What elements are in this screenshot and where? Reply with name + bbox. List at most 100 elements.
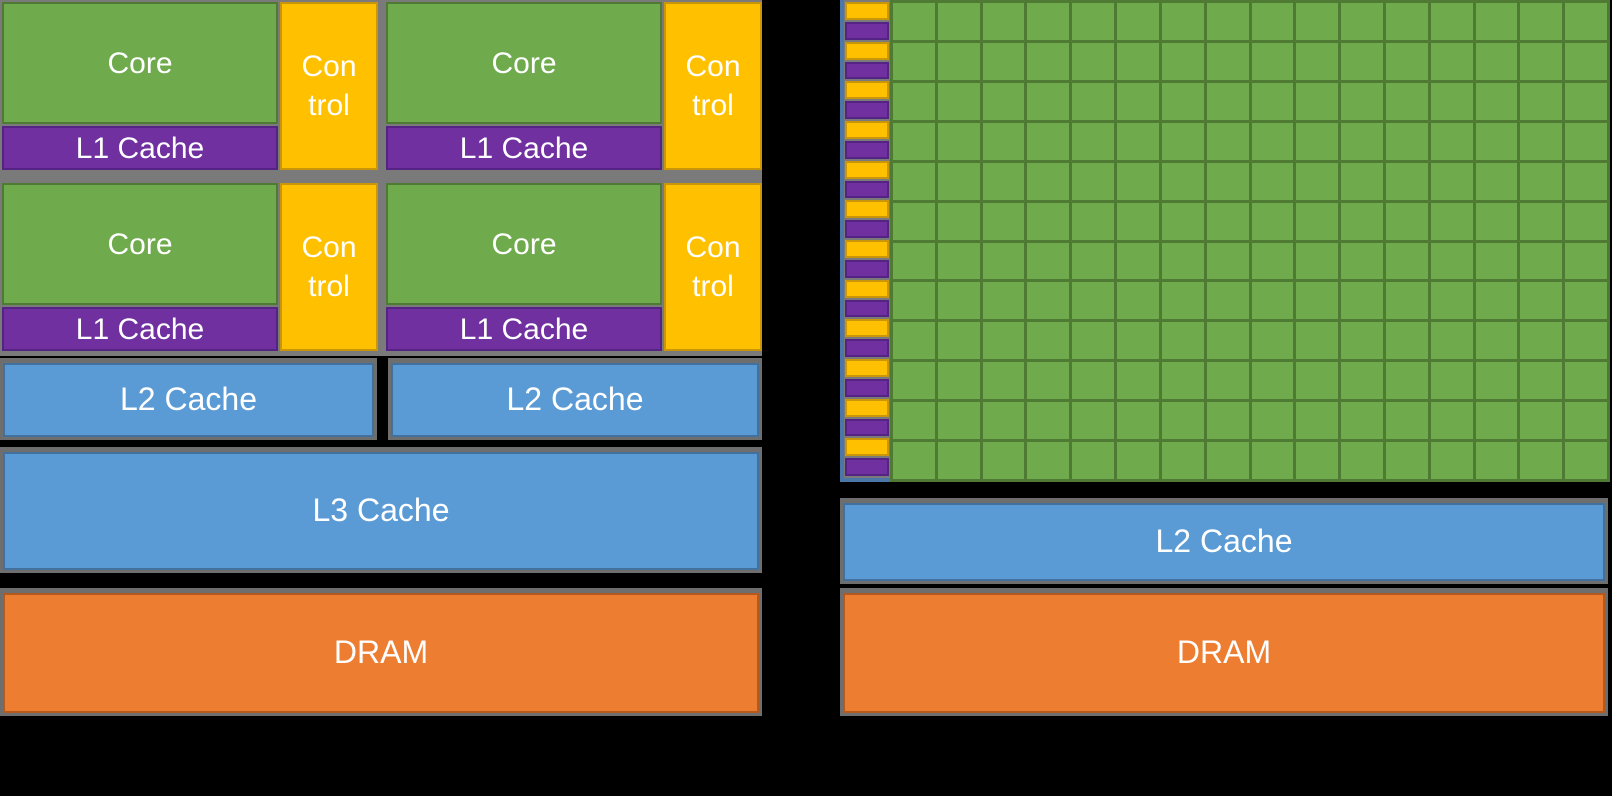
gpu-core-cell	[1296, 322, 1339, 360]
gpu-core-cell	[1251, 82, 1294, 120]
gpu-core-cell	[1251, 202, 1294, 240]
gpu-core-cell	[937, 442, 980, 479]
gpu-core-cell	[1027, 282, 1070, 320]
gpu-core-cell	[1251, 322, 1294, 360]
cpu-core-block: Core L1 Cache Con trol	[386, 183, 762, 351]
gpu-core-cell	[1385, 322, 1428, 360]
gpu-core-cell	[1385, 162, 1428, 200]
gpu-core-cell	[1385, 282, 1428, 320]
gpu-core-cell	[1520, 362, 1563, 400]
cpu-core-block: Core L1 Cache Con trol	[2, 183, 378, 351]
gpu-core-cell	[1475, 82, 1518, 120]
gpu-core-cell	[1565, 322, 1607, 360]
gpu-core-cell	[1072, 202, 1115, 240]
gpu-core-cell	[1027, 402, 1070, 440]
gpu-l2-cache: L2 Cache	[840, 498, 1608, 584]
gpu-core-cell	[937, 82, 980, 120]
gpu-core-cell	[1565, 402, 1607, 440]
cpu-control: Con trol	[280, 2, 378, 170]
gpu-core-cell	[1072, 442, 1115, 479]
gpu-core-cell	[1475, 202, 1518, 240]
gpu-core-cell	[1161, 3, 1204, 40]
gpu-core-cell	[1206, 282, 1249, 320]
gpu-core-cell	[1430, 282, 1473, 320]
gpu-core-cell	[1296, 82, 1339, 120]
gpu-core-cell	[937, 362, 980, 400]
gpu-core-cell	[1341, 442, 1383, 479]
gpu-core-cell	[937, 242, 980, 280]
cpu-control: Con trol	[664, 2, 762, 170]
gpu-core-cell	[1430, 322, 1473, 360]
gpu-core-cell	[1117, 402, 1159, 440]
gpu-core-cell	[1161, 442, 1204, 479]
gpu-core-cell	[982, 322, 1025, 360]
gpu-core-cell	[937, 322, 980, 360]
gpu-control-l1-stripe	[845, 2, 889, 40]
cpu-core-block: Core L1 Cache Con trol	[2, 2, 378, 170]
gpu-core-cell	[1251, 402, 1294, 440]
gpu-core-cell	[893, 42, 935, 80]
gpu-core-cell	[893, 282, 935, 320]
cpu-l1-cache: L1 Cache	[386, 126, 662, 170]
gpu-core-cell	[1475, 282, 1518, 320]
gpu-core-cell	[1385, 122, 1428, 160]
gpu-core-cell	[1251, 3, 1294, 40]
gpu-control-stripe	[845, 359, 889, 377]
gpu-core-cell	[1206, 3, 1249, 40]
gpu-core-cell	[1206, 442, 1249, 479]
gpu-core-cell	[1341, 402, 1383, 440]
gpu-core-cell	[1296, 402, 1339, 440]
gpu-core-cell	[1341, 122, 1383, 160]
gpu-core-cell	[1027, 242, 1070, 280]
gpu-core-cell	[1520, 202, 1563, 240]
gpu-stripe-column	[840, 0, 890, 482]
gpu-core-cell	[1341, 202, 1383, 240]
gpu-core-cell	[982, 82, 1025, 120]
gpu-l1-stripe	[845, 339, 889, 358]
gpu-core-cell	[1475, 442, 1518, 479]
gpu-core-cell	[1072, 82, 1115, 120]
gpu-core-cell	[982, 3, 1025, 40]
gpu-core-cell	[1520, 282, 1563, 320]
gpu-core-cell	[1565, 442, 1607, 479]
cpu-control: Con trol	[664, 183, 762, 351]
gpu-core-cell	[893, 3, 935, 40]
gpu-core-cell	[1520, 122, 1563, 160]
gpu-control-stripe	[845, 279, 889, 298]
gpu-core-cell	[893, 362, 935, 400]
gpu-l1-stripe	[845, 299, 889, 318]
gpu-core-cell	[1206, 402, 1249, 440]
gpu-l1-stripe	[845, 180, 889, 199]
cpu-l1-cache: L1 Cache	[2, 126, 278, 170]
gpu-core-cell	[1251, 442, 1294, 479]
gpu-core-cell	[1296, 442, 1339, 479]
gpu-core-cell	[1475, 122, 1518, 160]
gpu-control-l1-stripe	[845, 279, 889, 318]
gpu-control-stripe	[845, 160, 889, 179]
gpu-core-cell	[1161, 322, 1204, 360]
gpu-core-cell	[982, 122, 1025, 160]
cpu-core: Core	[386, 2, 662, 124]
gpu-core-cell	[982, 42, 1025, 80]
gpu-core-cell	[1385, 402, 1428, 440]
gpu-core-cell	[1161, 202, 1204, 240]
gpu-core-cell	[1475, 322, 1518, 360]
gpu-core-cell	[982, 282, 1025, 320]
gpu-core-cell	[1072, 322, 1115, 360]
gpu-core-cell	[893, 322, 935, 360]
gpu-core-cell	[1475, 242, 1518, 280]
gpu-core-cell	[937, 3, 980, 40]
gpu-core-cell	[1027, 162, 1070, 200]
gpu-l2-cache-label: L2 Cache	[843, 503, 1605, 581]
gpu-core-cell	[1296, 42, 1339, 80]
gpu-core-cell	[1385, 3, 1428, 40]
gpu-core-cell	[937, 282, 980, 320]
gpu-core-cell	[1206, 322, 1249, 360]
gpu-core-cell	[1565, 242, 1607, 280]
gpu-core-cell	[1565, 162, 1607, 200]
gpu-control-l1-stripe	[845, 398, 889, 437]
gpu-core-cell	[937, 162, 980, 200]
gpu-core-cell	[1161, 162, 1204, 200]
gpu-core-cell	[1251, 122, 1294, 160]
gpu-core-cell	[1520, 402, 1563, 440]
